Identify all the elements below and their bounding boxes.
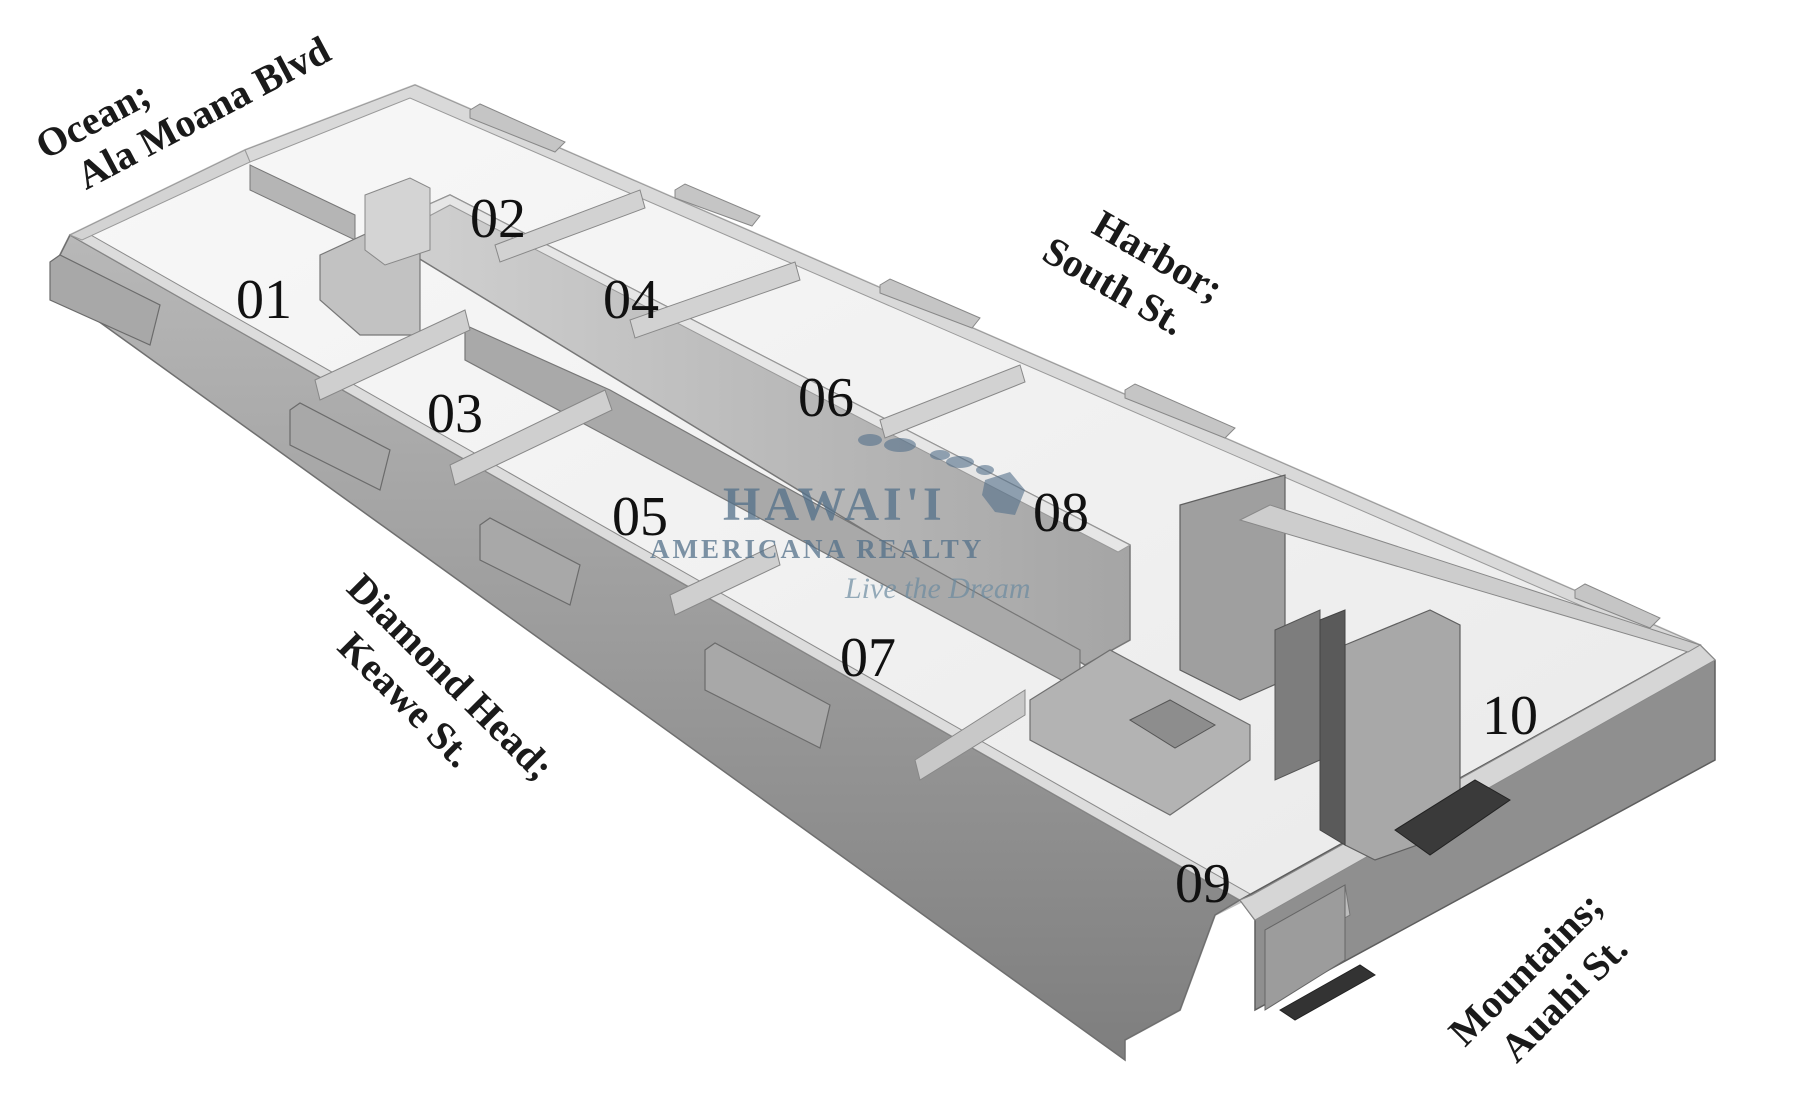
unit-label-01: 01 <box>236 269 292 331</box>
unit-label-06: 06 <box>798 367 854 429</box>
unit-label-07: 07 <box>840 627 896 689</box>
unit-labels: 01 02 03 04 05 06 07 08 09 10 <box>236 188 1538 915</box>
unit-label-10: 10 <box>1482 685 1538 747</box>
watermark: HAWAI'I AMERICANA REALTY Live the Dream <box>650 434 1031 605</box>
unit-label-02: 02 <box>470 188 526 250</box>
unit-label-03: 03 <box>427 383 483 445</box>
unit-label-04: 04 <box>603 269 659 331</box>
watermark-subtitle: AMERICANA REALTY <box>650 534 984 564</box>
direction-harbor: Harbor; South St. <box>1036 201 1232 344</box>
unit-label-08: 08 <box>1033 482 1089 544</box>
watermark-name: HAWAI'I <box>723 478 946 531</box>
watermark-tagline: Live the Dream <box>844 572 1031 605</box>
balconies <box>49 103 1661 749</box>
unit-label-09: 09 <box>1175 853 1231 915</box>
unit-label-05: 05 <box>612 486 668 548</box>
hawaiian-islands-icon <box>858 434 1025 515</box>
direction-mountains: Mountains; Auahi St. <box>1440 883 1637 1071</box>
